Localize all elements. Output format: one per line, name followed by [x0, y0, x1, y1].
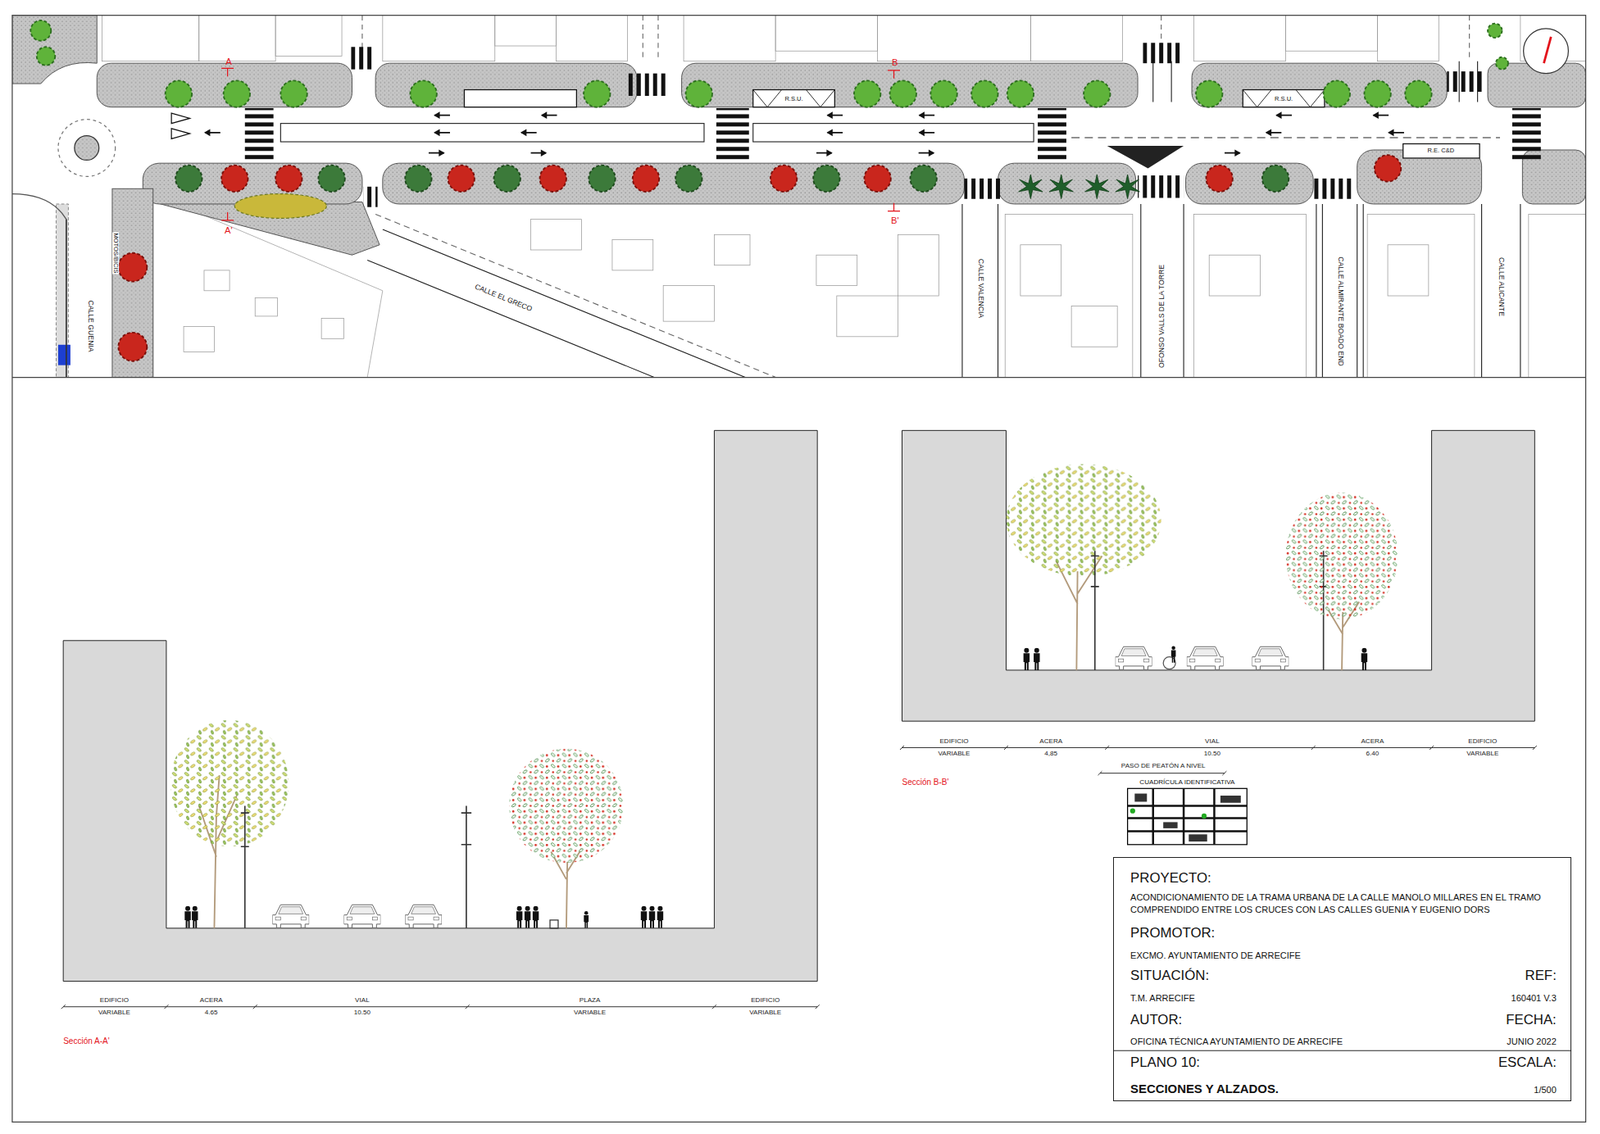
plan-trees	[30, 20, 1509, 362]
dimension-value: 10.50	[1204, 750, 1221, 759]
section-title: Sección B-B'	[902, 777, 950, 787]
section-b	[900, 430, 1537, 845]
dimension-value: VARIABLE	[749, 1009, 782, 1018]
dimension-label: ACERA	[1039, 738, 1063, 746]
dimension-value: 6.40	[1366, 750, 1380, 759]
dimension-value: VARIABLE	[938, 750, 971, 759]
title-block-rule	[1113, 1050, 1572, 1052]
section-markers	[221, 68, 900, 220]
street-name: CALLE GUENIA	[86, 300, 95, 354]
north-arrow	[1544, 36, 1552, 64]
sheet-frame	[12, 15, 1587, 1123]
street-lines	[66, 15, 1521, 378]
title-block: PROYECTO: ACONDICIONAMIENTO DE LA TRAMA U…	[1113, 857, 1572, 1103]
dimension-label: ACERA	[1360, 738, 1384, 746]
block-text: ESCALA:	[1498, 1055, 1557, 1071]
block-text: EXCMO. AYUNTAMIENTO DE ARRECIFE	[1130, 950, 1301, 961]
roundabout	[12, 119, 116, 378]
dimension-value: VARIABLE	[98, 1009, 131, 1018]
dimension-value: 4.65	[204, 1009, 219, 1018]
street-name: CALLE VALENCIA	[977, 258, 986, 319]
traffic-island	[1107, 145, 1184, 169]
block-text: JUNIO 2022	[1506, 1036, 1557, 1047]
block-text: 160401 V.3	[1511, 993, 1557, 1004]
locator-map: CUADRÍCULA IDENTIFICATIVA	[1120, 776, 1255, 846]
marking-label: R.E. C&D	[1427, 147, 1456, 155]
yield-mark	[171, 113, 190, 123]
block-text: PLANO 10:	[1130, 1055, 1200, 1071]
block-text: FECHA:	[1505, 1012, 1557, 1028]
section-mark: B	[891, 57, 898, 68]
section-mark: B'	[890, 215, 900, 226]
section-title: Sección A-A'	[63, 1036, 110, 1046]
block-heading: PROYECTO:	[1130, 870, 1212, 886]
street-name: CALLE ALICANTE	[1496, 256, 1505, 318]
block-text: REF:	[1525, 968, 1557, 984]
street-name: OFONSO VALLS DE LA TORRE	[1158, 263, 1167, 369]
street-name: MOTOS/BICIS	[112, 231, 119, 274]
dimension-label: PASO DE PEATÓN A NIVEL	[1121, 762, 1206, 770]
dimension-label: VIAL	[1204, 738, 1220, 746]
dimension-value: 4,85	[1044, 750, 1058, 759]
block-text: ACONDICIONAMIENTO DE LA TRAMA URBANA DE …	[1130, 891, 1568, 917]
crosswalks	[245, 42, 1541, 207]
marking-label: R.S.U.	[1273, 95, 1294, 103]
block-text: T.M. ARRECIFE	[1130, 993, 1196, 1004]
dimension-label: EDIFICIO	[1468, 738, 1497, 746]
dimension-label: PLAZA	[579, 997, 601, 1005]
block-text: AUTOR:	[1130, 1012, 1182, 1028]
dimension-value: VARIABLE	[1466, 750, 1499, 759]
yield-mark	[171, 128, 190, 139]
section-mark: A'	[224, 225, 233, 236]
dimension-label: EDIFICIO	[939, 738, 969, 746]
street-name: CALLE ALMIRANTE BOADO END	[1336, 255, 1345, 368]
dimension-label: EDIFICIO	[750, 997, 780, 1005]
block-text: SECCIONES Y ALZADOS.	[1130, 1082, 1279, 1096]
marking-label: R.S.U.	[783, 95, 804, 103]
dimension-label: ACERA	[200, 997, 223, 1005]
traffic-arrows	[204, 111, 1405, 157]
block-text: PROMOTOR:	[1130, 926, 1215, 941]
block-text: 1/500	[1533, 1085, 1557, 1096]
block-text: SITUACIÓN:	[1130, 968, 1210, 984]
dimension-label: VIAL	[354, 997, 370, 1005]
block-heading: CUADRÍCULA IDENTIFICATIVA	[1139, 778, 1235, 787]
sidewalks	[12, 15, 1587, 378]
block-text: OFICINA TÉCNICA AYUNTAMIENTO DE ARRECIFE	[1130, 1036, 1343, 1047]
street-plan	[12, 15, 1587, 378]
section-mark: A	[225, 56, 232, 67]
dimension-value: VARIABLE	[573, 1009, 606, 1018]
dimension-label: EDIFICIO	[100, 997, 129, 1005]
section-a	[61, 430, 820, 1010]
dimension-value: 10.50	[354, 1009, 371, 1018]
north-arrow	[1523, 28, 1569, 74]
sheet-frame	[12, 377, 1587, 378]
